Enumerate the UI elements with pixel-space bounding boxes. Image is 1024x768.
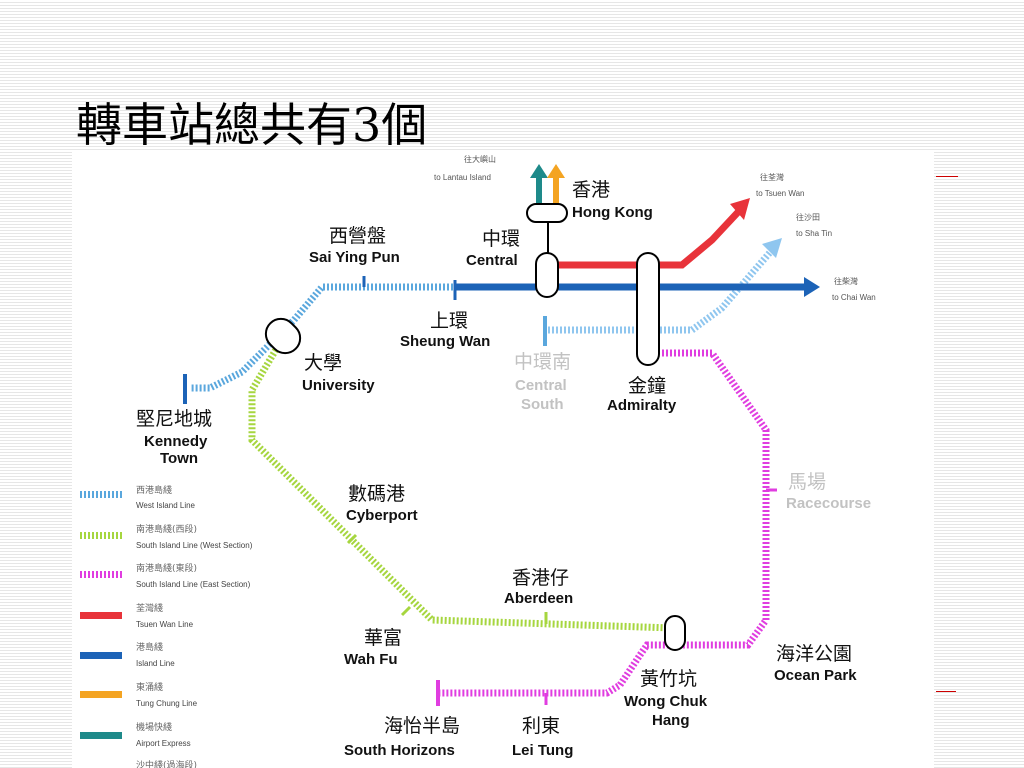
lei-tung-label-zh: 利東 (522, 715, 560, 737)
aberdeen-label-en: Aberdeen (504, 590, 573, 607)
airport-express-line (536, 175, 542, 203)
admiralty-interchange (636, 252, 660, 366)
sha-tin-central-link (548, 247, 775, 334)
tsuen-wan-direction-zh: 往荃灣 (760, 172, 784, 182)
south-horizons-label-en: South Horizons (344, 742, 455, 759)
south-island-line-east (440, 349, 770, 697)
legend-zh-tsuen-wan: 荃灣綫 (136, 602, 163, 614)
university-label-en: University (302, 377, 375, 394)
sheung-wan-label-zh: 上環 (430, 310, 468, 332)
wah-fu-tick (400, 605, 412, 617)
tung-chung-line (553, 175, 559, 203)
chai-wan-direction-en: to Chai Wan (832, 293, 876, 302)
legend-en-airport-express: Airport Express (136, 739, 191, 748)
legend-en-west-island: West Island Line (136, 501, 196, 510)
lantau-direction-zh: 往大嶼山 (464, 154, 496, 164)
legend-swatch-south-island-east (80, 571, 122, 578)
legend-swatch-airport-express (80, 732, 122, 739)
cyberport-label-zh: 數碼港 (348, 483, 405, 505)
central-interchange (535, 252, 559, 298)
legend-en-tung-chung: Tung Chung Line (136, 699, 198, 708)
central-south-label-zh: 中環南 (514, 351, 571, 373)
chai-wan-direction-arrow (804, 277, 820, 297)
legend-en-south-island-west: South Island Line (West Section) (136, 541, 253, 550)
legend-swatch-west-island (80, 491, 122, 498)
south-horizons-label-zh: 海怡半島 (384, 715, 460, 737)
central-south-label-en-2: South (521, 396, 564, 413)
admiralty-label-zh: 金鐘 (628, 375, 666, 397)
university-label-zh: 大學 (304, 352, 342, 374)
mtr-map-svg: 香港 Hong Kong 中環 Central 西營盤 Sai Ying Pun… (80, 154, 876, 768)
legend-zh-south-island-west: 南港島綫(西段) (136, 523, 197, 535)
wong-chuk-hang-label-en-1: Wong Chuk (624, 693, 708, 710)
wong-chuk-hang-label-zh: 黃竹坑 (640, 668, 697, 690)
legend-zh-south-island-east: 南港島綫(東段) (136, 562, 197, 574)
lantau-tung-chung-arrow (547, 164, 565, 178)
central-label-en: Central (466, 252, 518, 269)
sha-tin-direction-arrow (762, 238, 782, 258)
cyberport-tick (346, 533, 358, 545)
decorative-red-line-bottom (936, 691, 956, 692)
decorative-red-line-top (936, 176, 958, 177)
legend-swatch-south-island-west (80, 532, 122, 539)
racecourse-label-en: Racecourse (786, 495, 871, 512)
racecourse-label-zh: 馬場 (788, 471, 826, 493)
wah-fu-label-zh: 華富 (364, 627, 402, 649)
hong-kong-label-zh: 香港 (572, 179, 610, 201)
legend-swatch-island (80, 652, 122, 659)
south-island-line-west (248, 334, 673, 632)
lei-tung-label-en: Lei Tung (512, 742, 573, 759)
kennedy-town-label-en-1: Kennedy (144, 433, 208, 450)
tsuen-wan-direction-arrow (730, 198, 750, 220)
central-south-label-en-1: Central (515, 377, 567, 394)
legend-en-island: Island Line (136, 659, 175, 668)
kennedy-town-label-zh: 堅尼地城 (136, 408, 212, 430)
legend-en-tsuen-wan: Tsuen Wan Line (136, 620, 194, 629)
legend-zh-future-line: 沙中綫(過海段) (136, 759, 197, 768)
slide-title: 轉車站總共有3個 (76, 98, 428, 152)
kennedy-town-label-en-2: Town (160, 450, 198, 467)
admiralty-label-en: Admiralty (607, 397, 677, 414)
tsuen-wan-direction-en: to Tsuen Wan (756, 189, 804, 198)
central-label-zh: 中環 (482, 228, 520, 250)
chai-wan-direction-zh: 往柴灣 (834, 276, 858, 286)
west-island-line (190, 283, 457, 392)
hong-kong-interchange (526, 203, 568, 223)
sha-tin-direction-zh: 往沙田 (796, 212, 820, 222)
sha-tin-direction-en: to Sha Tin (796, 229, 832, 238)
ocean-park-label-zh: 海洋公園 (776, 643, 852, 665)
legend-zh-west-island: 西港島綫 (136, 484, 172, 496)
university-interchange (264, 317, 302, 355)
hong-kong-label-en: Hong Kong (572, 204, 653, 221)
ocean-park-label-en: Ocean Park (774, 667, 857, 684)
wah-fu-label-en: Wah Fu (344, 651, 398, 668)
lantau-airport-arrow (530, 164, 548, 178)
legend-zh-island: 港島綫 (136, 641, 163, 653)
sheung-wan-label-en: Sheung Wan (400, 333, 490, 350)
legend-swatch-tsuen-wan (80, 612, 122, 619)
sai-ying-pun-label-en: Sai Ying Pun (309, 249, 400, 266)
wong-chuk-hang-interchange (664, 615, 686, 651)
tsuen-wan-line (548, 207, 743, 269)
legend-zh-tung-chung: 東涌綫 (136, 681, 163, 693)
legend-en-south-island-east: South Island Line (East Section) (136, 580, 251, 589)
wong-chuk-hang-label-en-2: Hang (652, 712, 690, 729)
cyberport-label-en: Cyberport (346, 507, 418, 524)
legend-zh-airport-express: 機場快綫 (136, 721, 172, 733)
legend: 西港島綫 West Island Line 南港島綫(西段) South Isl… (80, 484, 253, 768)
aberdeen-label-zh: 香港仔 (512, 567, 569, 589)
mtr-route-map: 香港 Hong Kong 中環 Central 西營盤 Sai Ying Pun… (72, 150, 934, 768)
sai-ying-pun-label-zh: 西營盤 (329, 225, 386, 247)
legend-swatch-tung-chung (80, 691, 122, 698)
lantau-direction-en: to Lantau Island (434, 173, 491, 182)
